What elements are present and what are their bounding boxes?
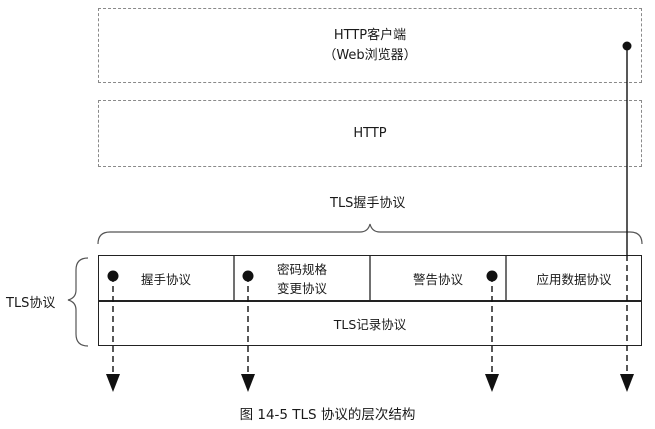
record-protocol-label: TLS记录协议 <box>333 316 407 332</box>
application-data-protocol-cell: 应用数据协议 <box>506 255 642 302</box>
down-arrow-icon <box>106 374 120 392</box>
tls-protocol-label: TLS协议 <box>6 296 56 311</box>
down-arrow-icon <box>620 374 634 392</box>
change-cipher-spec-label-1: 密码规格 <box>276 261 327 277</box>
figure-caption: 图 14-5 TLS 协议的层次结构 <box>239 407 416 423</box>
down-arrow-icon <box>485 374 499 392</box>
http-client-label: HTTP客户端 <box>333 27 407 43</box>
handshake-protocol-cell: 握手协议 <box>98 255 234 302</box>
handshake-protocol-label: 握手协议 <box>140 272 191 287</box>
http-label: HTTP <box>353 126 387 141</box>
down-arrow-icon <box>241 374 255 392</box>
application-data-protocol-label: 应用数据协议 <box>536 272 612 287</box>
alert-protocol-cell: 警告协议 <box>370 255 506 302</box>
change-cipher-spec-cell: 密码规格 变更协议 <box>234 255 370 302</box>
alert-protocol-label: 警告协议 <box>412 272 463 287</box>
tls-brace <box>67 257 89 347</box>
handshake-brace <box>97 223 643 245</box>
http-box: HTTP <box>98 100 642 167</box>
http-client-box: HTTP客户端 （Web浏览器） <box>98 8 642 83</box>
change-cipher-spec-label-2: 变更协议 <box>276 280 327 296</box>
handshake-brace-label: TLS握手协议 <box>330 196 406 211</box>
http-client-sublabel: （Web浏览器） <box>323 47 417 63</box>
